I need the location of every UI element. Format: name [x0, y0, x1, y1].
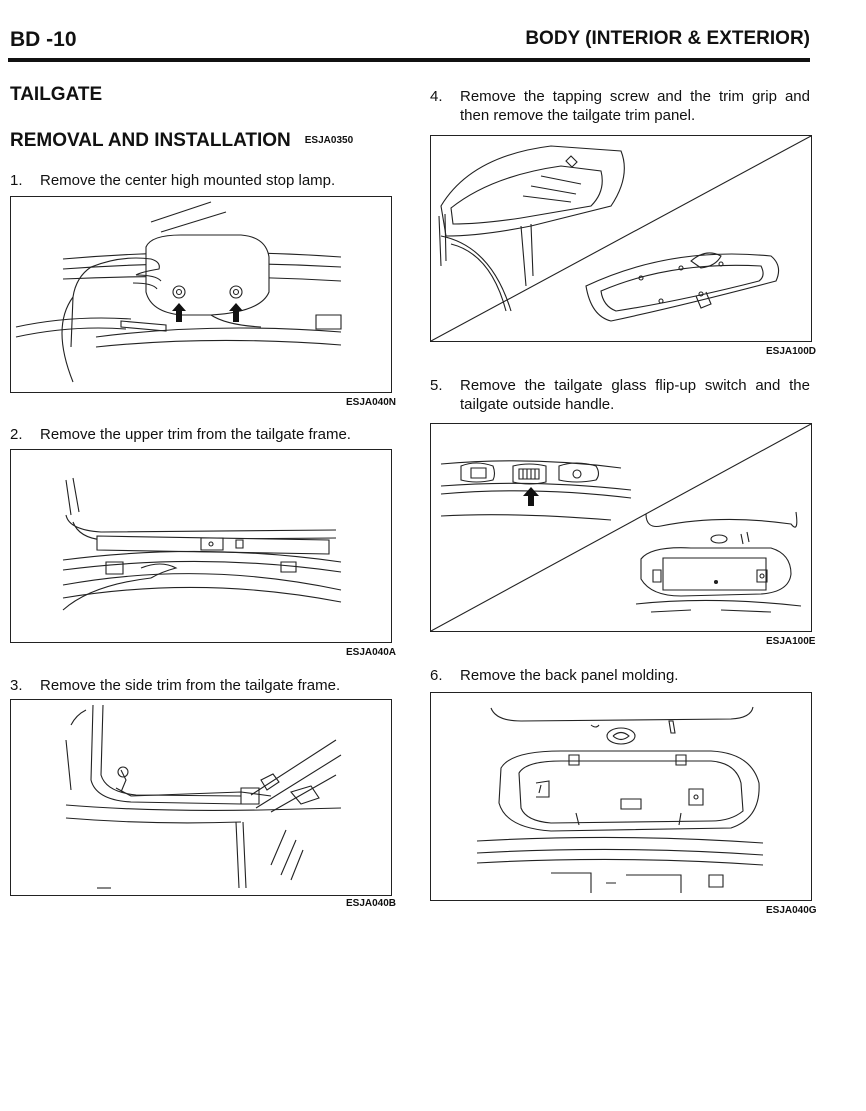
header-rule: [8, 58, 810, 62]
step-number: 6.: [430, 667, 443, 684]
step-number: 3.: [10, 677, 23, 694]
step-number: 2.: [10, 426, 23, 443]
figure-code: ESJA100D: [766, 346, 817, 357]
step-number: 1.: [10, 172, 23, 189]
step-text: Remove the back panel molding.: [460, 667, 679, 684]
back-panel-illustration: [431, 693, 811, 900]
stop-lamp-illustration: [11, 197, 391, 392]
figure-trim-panel: [430, 135, 812, 342]
step-3: 3. Remove the side trim from the tailgat…: [10, 676, 390, 696]
step-text: Remove the tailgate glass flip-up switch…: [460, 377, 810, 413]
figure-side-trim: [10, 699, 392, 896]
step-2: 2. Remove the upper trim from the tailga…: [10, 425, 390, 445]
step-text: Remove the tapping screw and the trim gr…: [460, 88, 810, 124]
figure-code: ESJA040N: [346, 397, 397, 408]
figure-code: ESJA040B: [346, 898, 397, 909]
figure-stop-lamp: [10, 196, 392, 393]
upper-trim-illustration: [11, 450, 391, 642]
subsection-title: REMOVAL AND INSTALLATION ESJA0350: [10, 130, 353, 152]
page-number: BD -10: [10, 28, 77, 51]
step-6: 6. Remove the back panel molding.: [430, 666, 810, 686]
side-trim-illustration: [11, 700, 391, 895]
subsection-code: ESJA0350: [304, 135, 354, 147]
figure-code: ESJA040G: [766, 905, 817, 916]
trim-panel-illustration: [431, 136, 811, 341]
step-number: 5.: [430, 377, 443, 394]
section-title: TAILGATE: [10, 84, 103, 105]
switch-handle-illustration: [431, 424, 811, 631]
figure-upper-trim: [10, 449, 392, 643]
step-text: Remove the upper trim from the tailgate …: [40, 426, 351, 443]
step-1: 1. Remove the center high mounted stop l…: [10, 171, 390, 191]
step-5: 5. Remove the tailgate glass flip-up swi…: [430, 376, 810, 416]
step-text: Remove the side trim from the tailgate f…: [40, 677, 341, 694]
figure-code: ESJA040A: [346, 647, 397, 658]
step-4: 4. Remove the tapping screw and the trim…: [430, 87, 810, 127]
figure-code: ESJA100E: [766, 636, 816, 647]
step-number: 4.: [430, 88, 443, 105]
step-text: Remove the center high mounted stop lamp…: [40, 172, 336, 189]
figure-switch-handle: [430, 423, 812, 632]
figure-back-panel-molding: [430, 692, 812, 901]
section-header: BODY (INTERIOR & EXTERIOR): [525, 28, 810, 49]
subsection-title-text: REMOVAL AND INSTALLATION: [10, 130, 291, 151]
